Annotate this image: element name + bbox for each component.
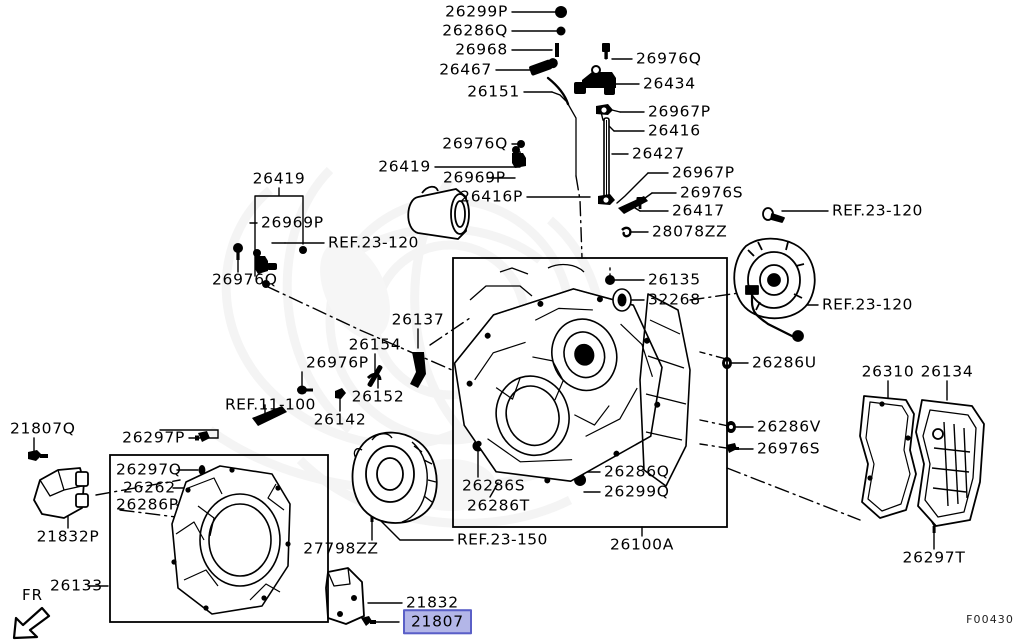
callout-26154[interactable]: 26154 bbox=[348, 335, 402, 354]
callout-26967P[interactable]: 26967P bbox=[648, 102, 711, 121]
callout-26135[interactable]: 26135 bbox=[648, 270, 701, 289]
callout-26969P[interactable]: 26969P bbox=[261, 213, 324, 232]
callout-26100A[interactable]: 26100A bbox=[609, 535, 675, 554]
callout-26286U[interactable]: 26286U bbox=[752, 353, 817, 372]
callout-26286Q[interactable]: 26286Q bbox=[604, 462, 670, 481]
callout-26419[interactable]: 26419 bbox=[378, 157, 431, 176]
callout-REF23-150[interactable]: REF.23-150 bbox=[457, 530, 548, 549]
sheet-id: F00430 bbox=[966, 613, 1014, 626]
callout-26133[interactable]: 26133 bbox=[50, 576, 103, 595]
callout-26967P[interactable]: 26967P bbox=[672, 163, 735, 182]
callout-26467[interactable]: 26467 bbox=[439, 60, 492, 79]
callout-26286P[interactable]: 26286P bbox=[116, 495, 179, 514]
callout-REF23-120[interactable]: REF.23-120 bbox=[328, 233, 419, 252]
callout-26134[interactable]: 26134 bbox=[920, 362, 974, 381]
callout-26416[interactable]: 26416 bbox=[648, 121, 701, 140]
callout-26142[interactable]: 26142 bbox=[313, 410, 367, 429]
callout-26419[interactable]: 26419 bbox=[252, 169, 306, 188]
callout-26286Q[interactable]: 26286Q bbox=[442, 21, 508, 40]
callout-21807Q[interactable]: 21807Q bbox=[10, 419, 76, 438]
callout-21832P[interactable]: 21832P bbox=[36, 527, 100, 546]
callout-26427[interactable]: 26427 bbox=[632, 144, 685, 163]
callout-26297T[interactable]: 26297T bbox=[902, 548, 966, 567]
callout-26969P[interactable]: 26969P bbox=[443, 168, 506, 187]
callout-26299Q[interactable]: 26299Q bbox=[604, 482, 670, 501]
callout-26262[interactable]: 26262 bbox=[123, 478, 176, 497]
arrow-down-left-icon bbox=[12, 606, 51, 640]
callout-REF23-120[interactable]: REF.23-120 bbox=[822, 295, 913, 314]
selected-part-number[interactable]: 21807 bbox=[403, 609, 472, 635]
orientation-label: FR bbox=[22, 586, 44, 604]
callout-26286T[interactable]: 26286T bbox=[467, 496, 530, 515]
callout-28078ZZ[interactable]: 28078ZZ bbox=[652, 222, 728, 241]
inset-frame-26133 bbox=[109, 454, 329, 623]
callout-26151[interactable]: 26151 bbox=[467, 82, 520, 101]
callout-26299P[interactable]: 26299P bbox=[445, 2, 508, 21]
callout-26297P[interactable]: 26297P bbox=[122, 428, 185, 447]
callout-26417[interactable]: 26417 bbox=[672, 201, 725, 220]
callout-27798ZZ[interactable]: 27798ZZ bbox=[303, 539, 379, 558]
callout-26976P[interactable]: 26976P bbox=[306, 353, 369, 372]
callout-26310[interactable]: 26310 bbox=[861, 362, 915, 381]
callout-26976S[interactable]: 26976S bbox=[680, 183, 744, 202]
callout-26152[interactable]: 26152 bbox=[351, 387, 405, 406]
callout-REF11-100[interactable]: REF.11-100 bbox=[225, 395, 316, 414]
callout-26137[interactable]: 26137 bbox=[391, 310, 445, 329]
callout-26976Q[interactable]: 26976Q bbox=[636, 49, 702, 68]
callout-26976Q[interactable]: 26976Q bbox=[212, 270, 278, 289]
callout-26297Q[interactable]: 26297Q bbox=[116, 460, 182, 479]
main-housing-frame bbox=[452, 257, 728, 528]
callout-26976Q[interactable]: 26976Q bbox=[442, 134, 508, 153]
callout-REF23-120[interactable]: REF.23-120 bbox=[832, 201, 923, 220]
callout-26968[interactable]: 26968 bbox=[455, 40, 508, 59]
callout-21832[interactable]: 21832 bbox=[406, 593, 459, 612]
callout-26286V[interactable]: 26286V bbox=[757, 417, 822, 436]
callout-21807[interactable]: 21807 bbox=[403, 609, 472, 635]
callout-26434[interactable]: 26434 bbox=[643, 74, 696, 93]
callout-26286S[interactable]: 26286S bbox=[462, 476, 526, 495]
callout-26416P[interactable]: 26416P bbox=[460, 187, 523, 206]
callout-32268[interactable]: 32268 bbox=[648, 290, 701, 309]
callout-26976S[interactable]: 26976S bbox=[757, 439, 821, 458]
